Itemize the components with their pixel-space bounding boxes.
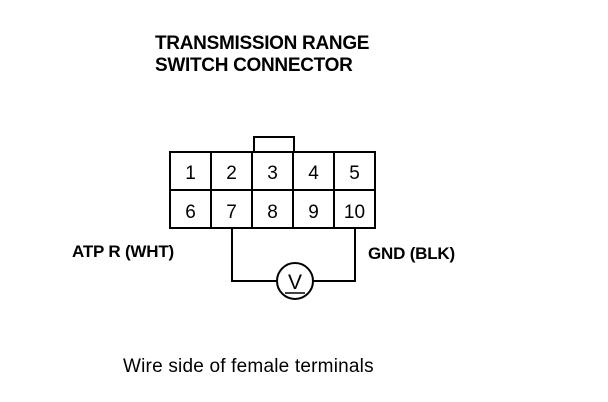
pin-3-label: 3	[267, 163, 278, 184]
voltmeter-icon	[276, 262, 314, 300]
probe-wire-left	[231, 228, 277, 282]
pin-4-label: 4	[308, 163, 319, 184]
left-wire-label: ATP R (WHT)	[72, 242, 174, 261]
right-wire-label: GND (BLK)	[368, 244, 455, 263]
pin-1-label: 1	[185, 163, 196, 184]
pin-9-label: 9	[308, 202, 319, 223]
pin-8-label: 8	[267, 202, 278, 223]
title-line-2: SWITCH CONNECTOR	[155, 55, 353, 76]
pin-5-label: 5	[349, 163, 360, 184]
probe-wire-right	[313, 228, 356, 282]
pin-6-label: 6	[185, 202, 196, 223]
pin-10-label: 10	[344, 202, 365, 223]
pin-7-label: 7	[226, 202, 237, 223]
pin-2-label: 2	[226, 163, 237, 184]
connector-lock-tab	[253, 136, 295, 152]
diagram-title: TRANSMISSION RANGE SWITCH CONNECTOR	[155, 33, 369, 77]
title-line-1: TRANSMISSION RANGE	[155, 33, 370, 54]
voltmeter-symbol: V	[288, 271, 302, 294]
diagram-caption: Wire side of female terminals	[123, 356, 374, 377]
